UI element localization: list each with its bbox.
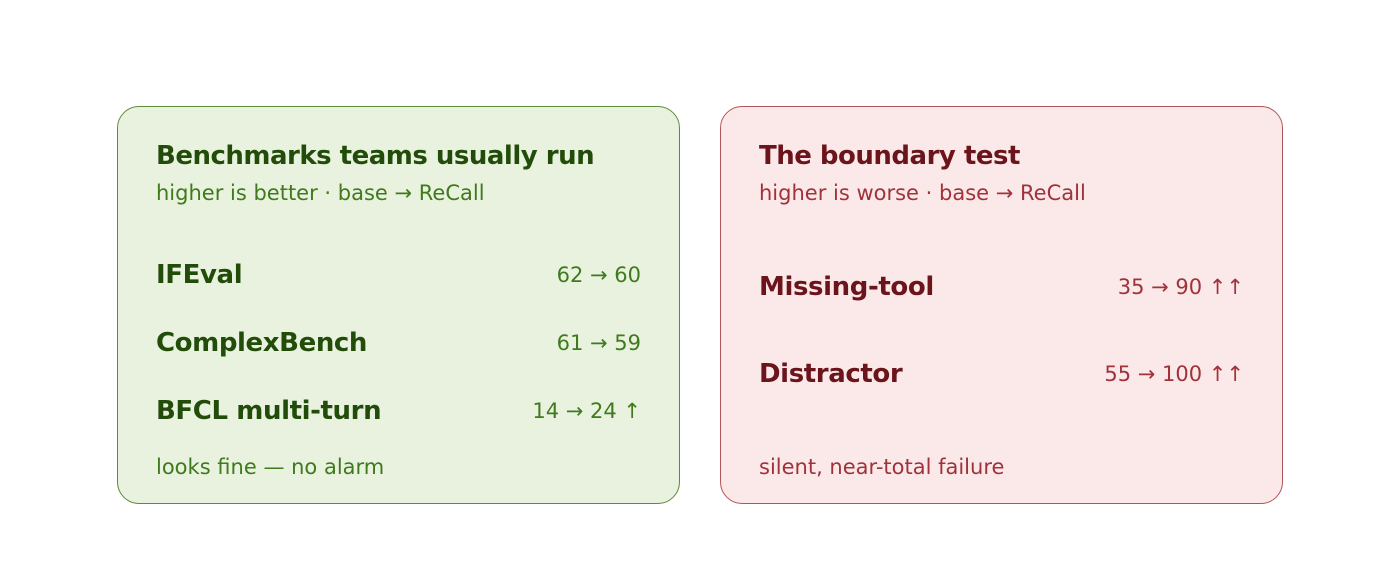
panel-subtitle: higher is better · base → ReCall xyxy=(156,181,485,205)
standard-benchmarks-panel: Benchmarks teams usually run higher is b… xyxy=(117,106,680,504)
boundary-test-name: Missing-tool xyxy=(759,272,934,302)
benchmark-row-complexbench: ComplexBench 61 → 59 xyxy=(156,325,641,361)
benchmark-name: BFCL multi-turn xyxy=(156,396,382,426)
boundary-test-panel: The boundary test higher is worse · base… xyxy=(720,106,1283,504)
boundary-row-distractor: Distractor 55 → 100 ↑↑ xyxy=(759,356,1244,392)
panel-title: The boundary test xyxy=(759,141,1020,171)
panel-footer: silent, near-total failure xyxy=(759,455,1005,479)
boundary-test-name: Distractor xyxy=(759,359,903,389)
panel-footer: looks fine — no alarm xyxy=(156,455,385,479)
boundary-test-score: 55 → 100 ↑↑ xyxy=(1104,362,1244,386)
boundary-test-score: 35 → 90 ↑↑ xyxy=(1117,275,1244,299)
panel-subtitle: higher is worse · base → ReCall xyxy=(759,181,1086,205)
benchmark-score: 14 → 24 ↑ xyxy=(532,399,641,423)
panel-title: Benchmarks teams usually run xyxy=(156,141,595,171)
benchmark-score: 62 → 60 xyxy=(556,263,641,287)
boundary-row-missing-tool: Missing-tool 35 → 90 ↑↑ xyxy=(759,269,1244,305)
benchmark-row-ifeval: IFEval 62 → 60 xyxy=(156,257,641,293)
benchmark-name: IFEval xyxy=(156,260,243,290)
benchmark-score: 61 → 59 xyxy=(556,331,641,355)
benchmark-name: ComplexBench xyxy=(156,328,368,358)
benchmark-row-bfcl: BFCL multi-turn 14 → 24 ↑ xyxy=(156,393,641,429)
